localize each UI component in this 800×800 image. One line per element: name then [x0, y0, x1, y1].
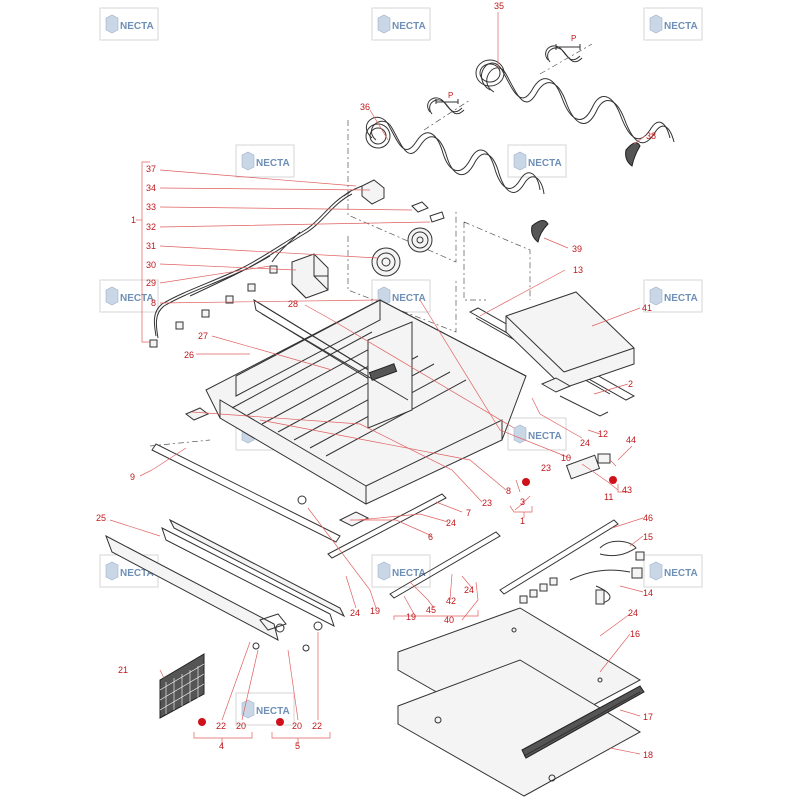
callout-18: 18: [643, 750, 653, 760]
tray-frame: [185, 298, 527, 505]
watermark: NECTA: [235, 144, 295, 178]
svg-text:NECTA: NECTA: [664, 568, 698, 579]
pitch-label: P: [571, 34, 576, 43]
watermark: NECTA: [643, 279, 703, 313]
spiral-frame: [347, 120, 457, 263]
svg-text:NECTA: NECTA: [664, 293, 698, 304]
callout-24: 24: [446, 518, 456, 528]
watermark: NECTA: [371, 7, 431, 41]
callout-28: 28: [288, 299, 298, 309]
motor-assembly: [291, 179, 445, 299]
spiral-36: P: [365, 91, 549, 243]
callout-21: 21: [118, 665, 128, 675]
side-rails-right: [468, 291, 636, 480]
callout-43: 43: [622, 485, 632, 495]
harness-right: [499, 519, 645, 605]
callout-1: 1: [131, 215, 136, 225]
callout-22: 22: [312, 721, 322, 731]
callout-33: 33: [146, 202, 156, 212]
callout-23: 23: [541, 463, 551, 473]
callout-27: 27: [198, 331, 208, 341]
callout-36: 36: [360, 102, 370, 112]
callout-41: 41: [642, 303, 652, 313]
svg-text:NECTA: NECTA: [392, 21, 426, 32]
callout-23: 23: [482, 498, 492, 508]
callout-20: 20: [292, 721, 302, 731]
callout-22: 22: [216, 721, 226, 731]
callout-4: 4: [219, 741, 224, 751]
callout-26: 26: [184, 350, 194, 360]
callout-14: 14: [643, 588, 653, 598]
reference-dots: [198, 476, 617, 726]
callout-39: 39: [572, 244, 582, 254]
watermark: NECTA: [99, 7, 159, 41]
svg-text:NECTA: NECTA: [528, 158, 562, 169]
callout-11: 11: [604, 492, 613, 502]
bottom-plates: [397, 607, 645, 797]
front-bars: [149, 439, 501, 599]
svg-text:NECTA: NECTA: [392, 568, 426, 579]
callout-24: 24: [350, 608, 360, 618]
pitch-label: P: [448, 91, 453, 100]
callout-17: 17: [643, 712, 653, 722]
svg-text:NECTA: NECTA: [256, 158, 290, 169]
spiral-frame: [463, 221, 531, 301]
callout-12: 12: [598, 429, 608, 439]
watermark: NECTA: [507, 417, 567, 451]
callout-6: 6: [428, 532, 433, 542]
callout-24: 24: [580, 438, 590, 448]
callout-29: 29: [146, 278, 156, 288]
callout-45: 45: [426, 605, 436, 615]
callout-20: 20: [236, 721, 246, 731]
callout-42: 42: [446, 596, 456, 606]
callout-44: 44: [626, 435, 636, 445]
watermark: NECTA: [643, 7, 703, 41]
callout-24: 24: [628, 608, 638, 618]
watermark: NECTA: [235, 692, 295, 726]
spiral-35: P: [475, 34, 675, 167]
callout-2: 2: [628, 379, 633, 389]
callout-24: 24: [464, 585, 474, 595]
callout-32: 32: [146, 222, 156, 232]
svg-text:NECTA: NECTA: [120, 293, 154, 304]
callout-35: 35: [494, 1, 504, 11]
svg-text:NECTA: NECTA: [664, 21, 698, 32]
rails-left: [105, 518, 346, 652]
callout-labels: 35 36 38 37 34 33 32 31 30 29 28 8 27 26…: [96, 1, 656, 760]
callout-8: 8: [506, 486, 511, 496]
callout-34: 34: [146, 183, 156, 193]
watermark: NECTA: [643, 554, 703, 588]
callout-8: 8: [151, 298, 156, 308]
callout-30: 30: [146, 260, 156, 270]
leader-lines: [109, 12, 646, 755]
callout-19: 19: [370, 606, 380, 616]
callout-37: 37: [146, 164, 156, 174]
callout-9: 9: [130, 472, 135, 482]
svg-text:NECTA: NECTA: [120, 21, 154, 32]
svg-text:NECTA: NECTA: [392, 293, 426, 304]
callout-3: 3: [520, 497, 525, 507]
callout-31: 31: [146, 241, 156, 251]
callout-38: 38: [646, 131, 656, 141]
callout-1: 1: [520, 516, 525, 526]
svg-text:NECTA: NECTA: [120, 568, 154, 579]
callout-16: 16: [630, 629, 640, 639]
callout-5: 5: [295, 741, 300, 751]
watermark: NECTA: [99, 279, 159, 313]
callout-19: 19: [406, 612, 416, 622]
callout-15: 15: [643, 532, 653, 542]
callout-10: 10: [561, 453, 571, 463]
svg-text:NECTA: NECTA: [528, 431, 562, 442]
watermark: NECTA: [507, 144, 567, 178]
callout-13: 13: [573, 265, 583, 275]
callout-46: 46: [643, 513, 653, 523]
callout-25: 25: [96, 513, 106, 523]
callout-7: 7: [466, 508, 471, 518]
callout-40: 40: [444, 615, 454, 625]
grid-panel: [159, 653, 205, 719]
svg-text:NECTA: NECTA: [256, 706, 290, 717]
